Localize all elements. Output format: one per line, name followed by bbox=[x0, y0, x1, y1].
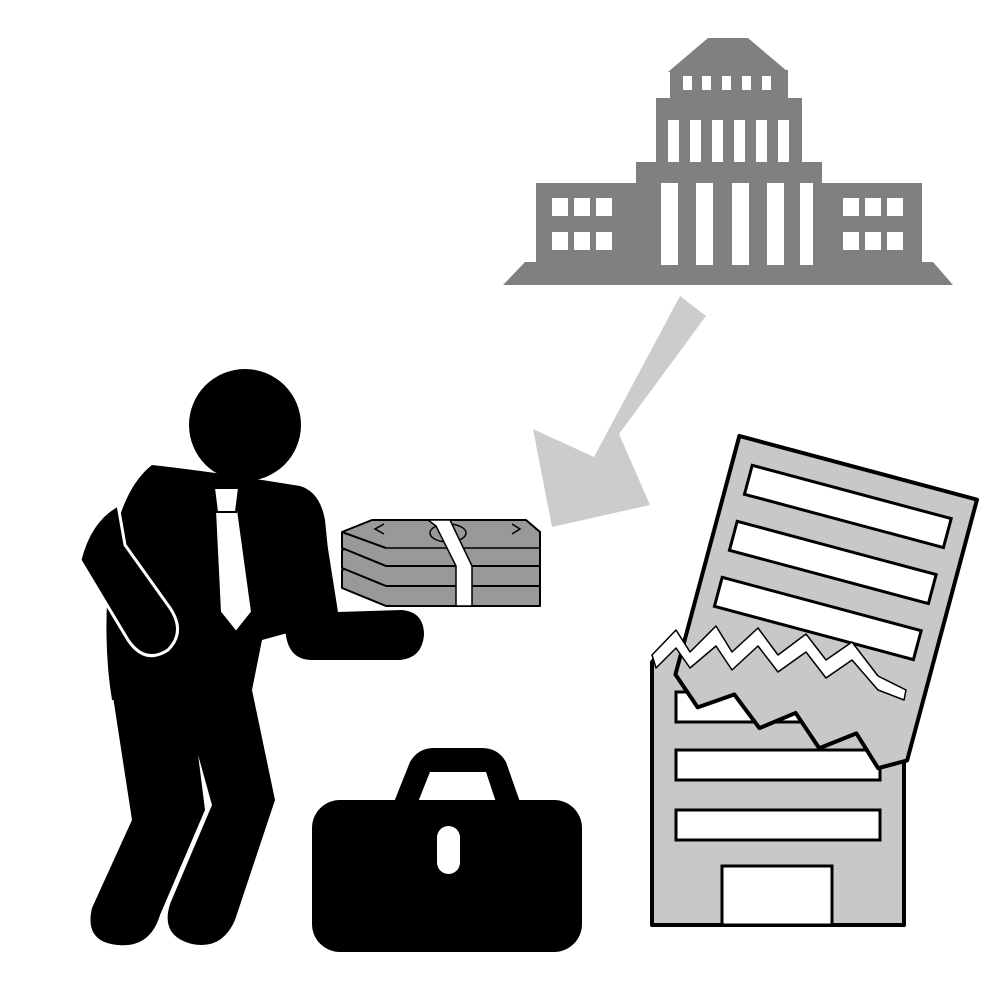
briefcase-icon bbox=[312, 748, 582, 952]
government-building-icon bbox=[503, 38, 953, 285]
cash-stack-icon bbox=[341, 519, 541, 607]
businessman-figure bbox=[78, 369, 424, 946]
broken-company-building-icon bbox=[650, 433, 979, 927]
arrow-down-left-icon bbox=[533, 296, 706, 527]
